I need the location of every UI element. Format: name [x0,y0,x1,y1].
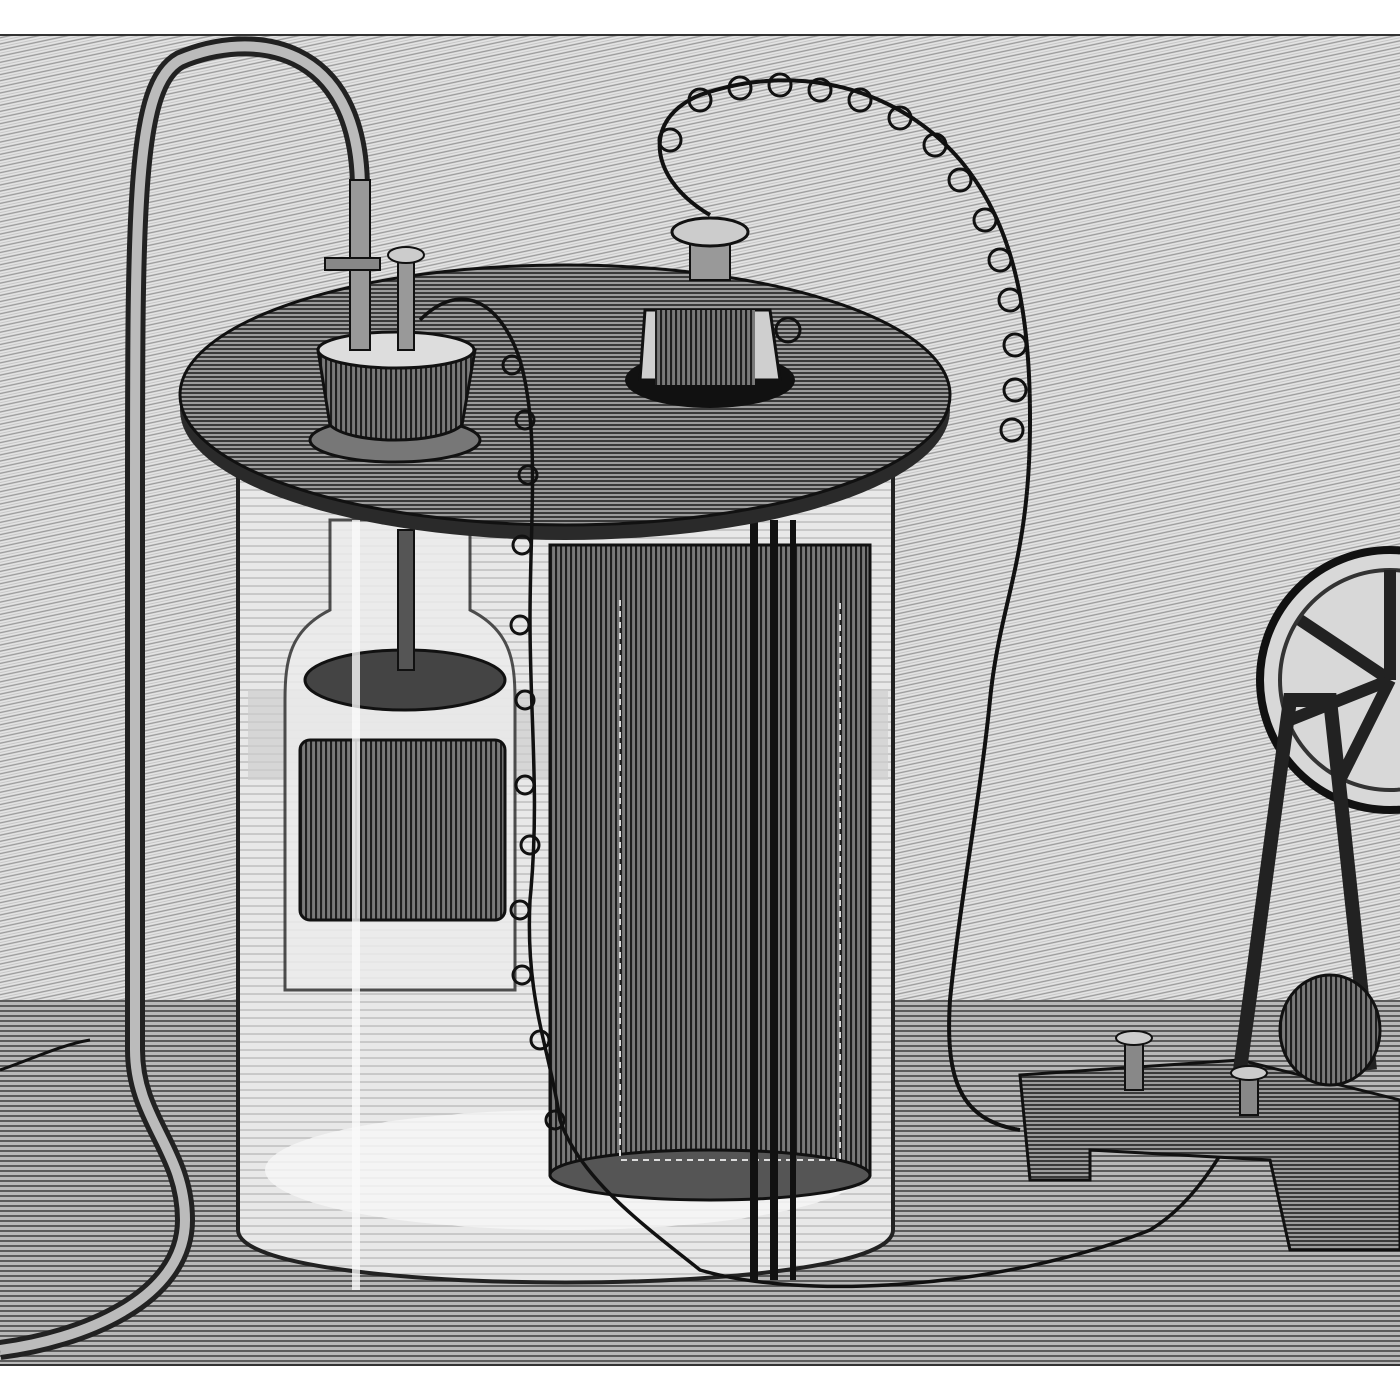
coil-loops-jar [501,354,566,1131]
induction-machine [1018,546,1400,1252]
inner-bottle [283,518,517,1290]
carbon-rods [750,520,796,1280]
porous-pot [548,543,872,1202]
wire-left-edge [0,1038,91,1072]
coil-loops-top [657,72,1028,443]
jar-lid [178,263,952,540]
binding-post [625,216,802,408]
stopper-with-tube [308,179,482,464]
coiled-wire-top [657,78,1033,1132]
rubber-hose-highlight [0,41,365,1355]
